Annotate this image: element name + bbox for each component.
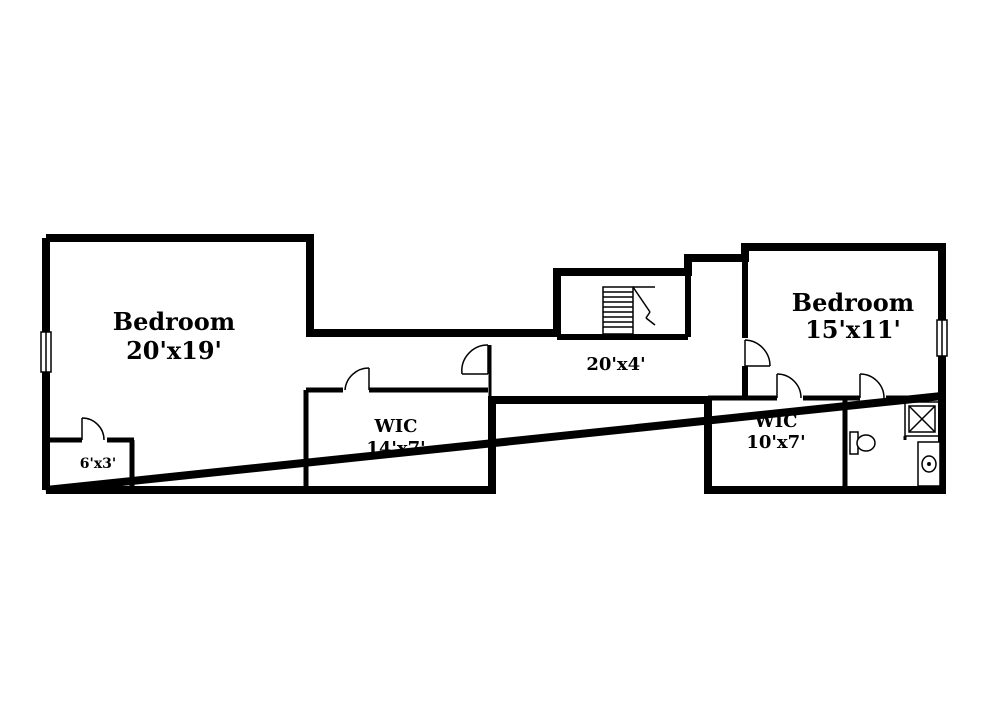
door-icon bbox=[344, 367, 370, 391]
wic-1-name: WIC bbox=[374, 416, 418, 437]
bedroom-1-size: 20'x19' bbox=[126, 336, 222, 365]
shower-icon bbox=[903, 401, 940, 440]
window-icon bbox=[936, 319, 948, 357]
interior-walls bbox=[46, 250, 942, 490]
door-icon bbox=[859, 373, 885, 399]
door-icon bbox=[744, 339, 771, 367]
window-icon bbox=[40, 331, 52, 373]
bedroom-2-size: 15'x11' bbox=[805, 315, 901, 344]
exterior-wall-bottom bbox=[45, 391, 946, 494]
wic-2-name: WIC bbox=[754, 411, 798, 432]
door-icon bbox=[776, 373, 802, 399]
closet-size: 6'x3' bbox=[80, 456, 116, 472]
wic-2-size: 10'x7' bbox=[746, 432, 805, 453]
door-icon bbox=[81, 417, 105, 441]
stairs-icon bbox=[602, 286, 656, 335]
door-icon bbox=[461, 344, 489, 375]
wic-1-size: 14'x7' bbox=[366, 438, 425, 459]
hall-size: 20'x4' bbox=[586, 354, 645, 375]
sink-icon bbox=[917, 441, 941, 487]
toilet-icon bbox=[849, 431, 876, 455]
bedroom-2-name: Bedroom bbox=[792, 288, 914, 317]
bedroom-1-name: Bedroom bbox=[113, 307, 235, 336]
